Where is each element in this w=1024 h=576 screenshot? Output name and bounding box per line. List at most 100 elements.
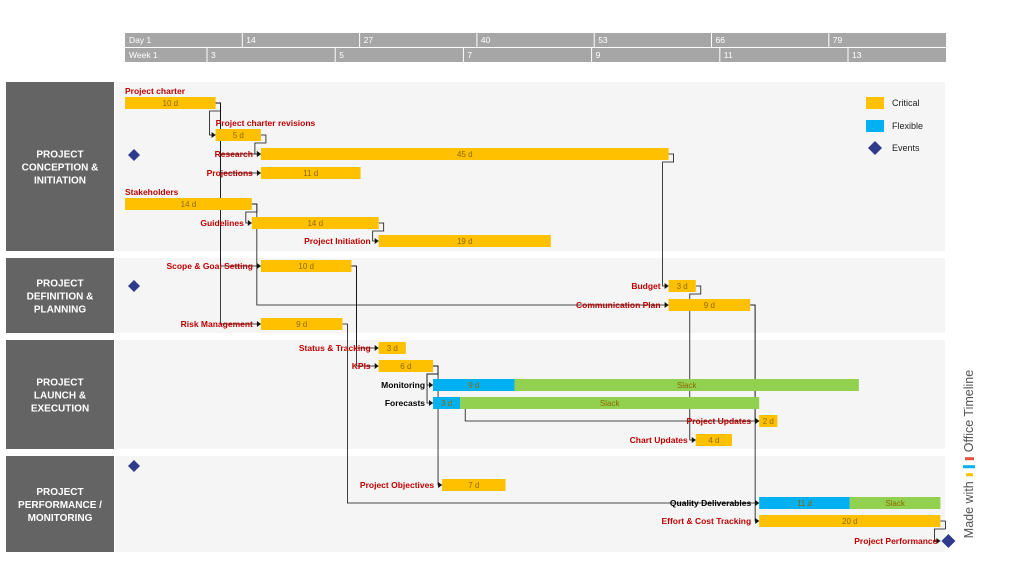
phase-label: MONITORING xyxy=(28,513,93,524)
watermark-text-after: Office Timeline xyxy=(962,369,976,453)
dependency-line xyxy=(372,222,385,242)
scale-day-tick: 79 xyxy=(833,35,843,45)
phase-label: PROJECT xyxy=(36,378,83,389)
dependency-line xyxy=(351,265,379,367)
task-duration-label: 5 d xyxy=(233,131,244,140)
made-with-watermark: Made with Office Timeline xyxy=(958,356,980,552)
scale-day-tick: 27 xyxy=(364,35,374,45)
phase-header xyxy=(6,82,114,251)
task-bar xyxy=(260,318,343,330)
dependency-line xyxy=(342,323,760,504)
task-bar xyxy=(668,299,751,311)
task-label: Status & Tracking xyxy=(299,343,371,353)
dependency-line xyxy=(934,520,946,542)
task-duration-label: 45 d xyxy=(457,150,473,159)
phase-label: CONCEPTION & xyxy=(22,163,99,174)
dependency-arrow xyxy=(429,400,434,406)
dependency-arrow xyxy=(664,283,669,289)
task-bar xyxy=(433,397,461,409)
task-label: Scope & Goal Setting xyxy=(166,261,252,271)
task-duration-label: 9 d xyxy=(468,381,479,390)
task-label: KPIs xyxy=(352,361,371,371)
legend-label: Flexible xyxy=(892,121,923,131)
task-bar xyxy=(378,360,434,372)
task-label: Project charter xyxy=(125,86,186,96)
dependency-arrow xyxy=(256,170,261,176)
dependency-line xyxy=(251,203,669,306)
dependency-arrow xyxy=(374,363,379,369)
dependency-line xyxy=(662,153,674,287)
dependency-arrow xyxy=(664,302,669,308)
dependency-arrow xyxy=(374,345,379,351)
scale-week-tick: Week 1 xyxy=(129,50,158,60)
task-duration-label: 14 d xyxy=(181,200,197,209)
dependency-arrow xyxy=(256,321,261,327)
scale-week-tick: 13 xyxy=(852,50,862,60)
task-duration-label: 10 d xyxy=(298,262,314,271)
slack-bar xyxy=(460,397,760,409)
task-label: Chart Updates xyxy=(630,435,688,445)
scale-day-tick: 40 xyxy=(481,35,491,45)
task-bar xyxy=(125,198,252,210)
dependency-arrow xyxy=(256,263,261,269)
phase-header xyxy=(6,340,114,449)
scale-day-tick: 53 xyxy=(598,35,608,45)
task-duration-label: 2 d xyxy=(763,417,774,426)
dependency-line xyxy=(689,285,702,441)
task-label: Project charter revisions xyxy=(216,118,316,128)
dependency-arrow xyxy=(211,132,216,138)
task-label: Project Updates xyxy=(686,416,751,426)
task-label: Budget xyxy=(631,281,660,291)
task-label: Risk Management xyxy=(181,319,253,329)
task-label: Effort & Cost Tracking xyxy=(661,516,751,526)
legend-swatch xyxy=(866,120,884,132)
phase-label: INITIATION xyxy=(34,176,86,187)
dependency-arrow xyxy=(256,151,261,157)
dependency-arrow xyxy=(755,418,760,424)
task-label: Communication Plan xyxy=(576,300,661,310)
scale-week-tick: 7 xyxy=(467,50,472,60)
dependency-arrow xyxy=(438,482,443,488)
dependency-arrow xyxy=(755,518,760,524)
task-label: Monitoring xyxy=(381,380,425,390)
task-label: Projections xyxy=(207,168,254,178)
task-bar xyxy=(759,515,941,527)
task-bar xyxy=(442,479,506,491)
task-bar xyxy=(759,497,850,509)
task-bar xyxy=(260,167,361,179)
phase-header xyxy=(6,456,114,552)
task-duration-label: 4 d xyxy=(708,436,719,445)
phase-label: PROJECT xyxy=(36,150,83,161)
task-duration-label: 3 d xyxy=(677,282,688,291)
phase-label: PROJECT xyxy=(36,279,83,290)
phase-label: LAUNCH & xyxy=(34,391,86,402)
task-label: Research xyxy=(215,149,253,159)
scale-week-tick: 5 xyxy=(339,50,344,60)
slack-label: Slack xyxy=(885,499,906,508)
dependency-line xyxy=(215,102,261,325)
slack-label: Slack xyxy=(600,399,621,408)
task-duration-label: 10 d xyxy=(163,99,179,108)
task-duration-label: 11 d xyxy=(303,169,318,178)
dependency-arrow xyxy=(247,220,252,226)
task-label: Project Objectives xyxy=(360,480,434,490)
slack-bar xyxy=(849,497,941,509)
phase-event-marker xyxy=(128,280,140,292)
phase-event-marker xyxy=(128,149,140,161)
task-label: Project Initiation xyxy=(304,236,371,246)
slack-bar xyxy=(514,379,859,391)
dependency-arrow xyxy=(374,238,379,244)
watermark-text-before: Made with xyxy=(962,481,976,539)
dependency-arrow xyxy=(691,437,696,443)
task-duration-label: 9 d xyxy=(296,320,307,329)
dependency-line xyxy=(254,134,267,155)
task-label: Stakeholders xyxy=(125,187,179,197)
phase-label: EXECUTION xyxy=(31,404,89,415)
phase-label: PROJECT xyxy=(36,487,83,498)
task-duration-label: 11 d xyxy=(797,499,812,508)
legend-label: Events xyxy=(892,143,920,153)
task-bar xyxy=(695,434,733,446)
